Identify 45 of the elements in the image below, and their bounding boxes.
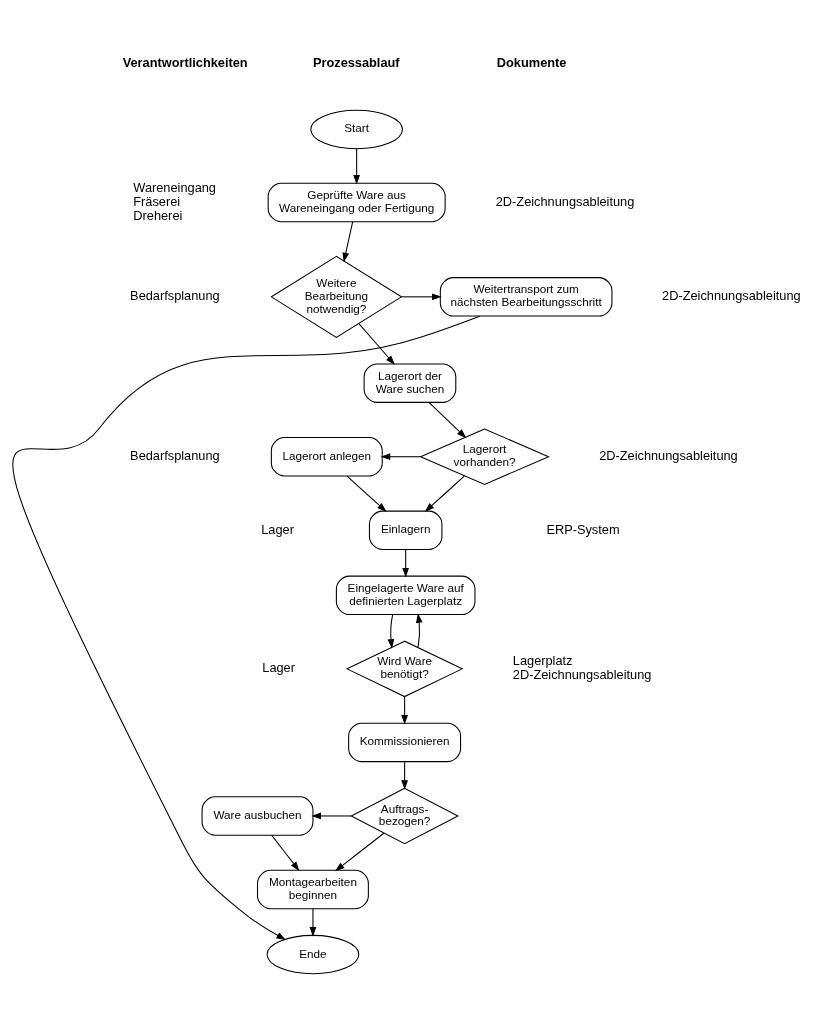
- label: Prozessablauf: [312, 54, 400, 70]
- label: Bedarfsplanung: [130, 447, 220, 463]
- arrow: [346, 475, 387, 512]
- label: Lager: [262, 659, 296, 675]
- arrow: [271, 834, 300, 871]
- arrow: [342, 220, 354, 262]
- label: Wareneingang: [133, 179, 216, 195]
- node-box: Kommissionieren: [348, 722, 462, 762]
- arrow: [387, 613, 395, 649]
- arrow: [12, 315, 481, 940]
- node-box: Geprüfte Ware aus Wareneingang oder Fertigung: [267, 182, 446, 222]
- arrow: [401, 760, 408, 790]
- label: Dokumente: [496, 54, 567, 70]
- arrow: [358, 322, 395, 365]
- label: Lager: [261, 521, 294, 537]
- arrow: [428, 401, 467, 438]
- label: Lagerplatz: [512, 652, 573, 668]
- node-box: Lagerort anlegen: [270, 436, 383, 476]
- node-ellipse: Start: [310, 109, 403, 149]
- label: 2D-Zeichnungsableitung: [495, 193, 635, 209]
- node-box: Einlagern: [368, 510, 443, 550]
- label: Bedarfsplanung: [130, 287, 220, 303]
- label: Dreherei: [133, 207, 183, 223]
- node-box: Lagerort der Ware suchen: [363, 362, 457, 403]
- node-diamond: Auftrags- bezogen?: [350, 787, 460, 844]
- label: 2D-Zeichnungsableitung: [662, 287, 801, 303]
- arrow: [401, 695, 408, 725]
- arrow: [401, 292, 442, 300]
- node-box: Weitertransport zum nächsten Bearbeitungsschritt: [439, 276, 613, 317]
- arrow: [402, 548, 410, 577]
- arrow: [424, 475, 465, 512]
- arrow: [311, 812, 352, 819]
- arrow: [334, 832, 385, 871]
- label: 2D-Zeichnungsableitung: [599, 447, 738, 463]
- node-box: Ware ausbuchen: [201, 795, 314, 836]
- label: Fräserei: [133, 193, 181, 209]
- node-box: Eingelagerte Ware auf definierten Lagerplatz: [335, 575, 476, 615]
- arrow: [353, 147, 360, 185]
- arrow: [309, 907, 317, 937]
- arrow: [415, 612, 423, 648]
- node-box: Montagearbeiten beginnen: [256, 869, 369, 909]
- label: Verantwortlichkeiten: [122, 54, 248, 70]
- arrow: [380, 452, 421, 460]
- label: ERP-System: [546, 521, 620, 537]
- node-diamond: Weitere Bearbeitung notwendig?: [270, 255, 403, 338]
